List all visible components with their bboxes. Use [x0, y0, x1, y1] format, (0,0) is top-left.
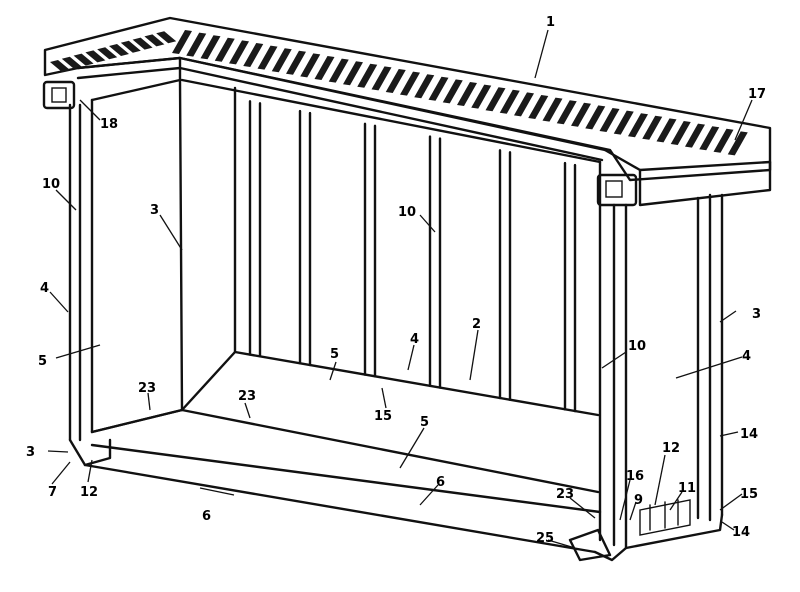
floor-panel [83, 351, 602, 554]
grating-slat [257, 45, 278, 70]
grating-slat [300, 53, 321, 78]
grating-slat [385, 69, 406, 93]
left-end-wall [68, 78, 184, 467]
grating-slat [400, 71, 420, 96]
grating-slat [457, 82, 477, 106]
grating-slat [132, 37, 153, 50]
grating-slat [414, 74, 435, 99]
grating-slat [200, 35, 221, 60]
ref-6-floor: 6 [436, 475, 445, 490]
ref-3-right: 3 [752, 307, 761, 322]
grating-slat [471, 84, 492, 109]
grating-slat [670, 121, 691, 145]
right-end-wall [568, 160, 724, 562]
ref-5-back: 5 [330, 347, 339, 362]
grating-slat [499, 89, 520, 114]
grating-slat [656, 118, 677, 143]
ref-4-left: 4 [40, 281, 49, 296]
grating-slat [613, 110, 634, 135]
grating-slat [85, 50, 106, 63]
ref-11: 11 [678, 481, 696, 496]
grating-slat [642, 115, 663, 140]
grating-slat [371, 66, 392, 91]
grating-slat [556, 100, 577, 125]
ref-25: 25 [536, 531, 554, 546]
ref-3-left-outer: 3 [26, 445, 35, 460]
ref-10-right: 10 [628, 339, 646, 354]
grating-slat [243, 43, 264, 67]
grating-slat [172, 30, 192, 54]
grating-slat [542, 97, 563, 122]
ref-16: 16 [626, 469, 644, 484]
grating-slat [120, 40, 141, 53]
grating-slat [514, 92, 534, 117]
ref-5-left: 5 [38, 354, 47, 369]
grating-slat [73, 53, 94, 66]
grating-slat [97, 47, 118, 60]
ref-15-back: 15 [374, 409, 392, 424]
grating-slat [229, 40, 249, 65]
ref-2: 2 [472, 317, 481, 332]
ref-1: 1 [546, 15, 555, 30]
ref-14-bottom: 14 [732, 525, 750, 540]
ref-23-right: 23 [556, 487, 574, 502]
grating-slat [314, 56, 335, 80]
grating-slat [727, 131, 748, 156]
grating-slat [50, 60, 70, 72]
grating-slat [357, 63, 378, 88]
ref-12-left: 12 [80, 485, 98, 500]
top-grating [43, 16, 772, 182]
grating-slat [286, 50, 306, 75]
grating-slat [571, 102, 591, 127]
grating-slat [328, 58, 349, 83]
ref-18: 18 [100, 117, 118, 132]
ref-12-right: 12 [662, 441, 680, 456]
ref-23-floor: 23 [238, 389, 256, 404]
grating-slat [528, 95, 549, 119]
grating-slat [186, 32, 207, 57]
grating-slat [585, 105, 606, 130]
reference-numerals: 1 17 18 10 3 10 4 5 23 23 3 7 12 6 5 4 2… [26, 15, 766, 546]
ref-9: 9 [634, 493, 643, 508]
grating-slat [628, 113, 648, 138]
ref-6-front: 6 [202, 509, 211, 524]
grating-slat [109, 44, 129, 56]
ref-7: 7 [48, 485, 57, 500]
ref-23-left: 23 [138, 381, 156, 396]
grating-slat [699, 126, 720, 151]
grating-slat [343, 61, 363, 86]
ref-4-right: 4 [742, 349, 751, 364]
ref-14-right: 14 [740, 427, 758, 442]
grating-slat [271, 48, 292, 73]
grating-slat [685, 123, 705, 148]
grating-slat [214, 37, 235, 62]
grating-slat [428, 76, 449, 101]
grating-slat [61, 56, 82, 69]
grating-slat [485, 87, 506, 112]
ref-5-floor: 5 [420, 415, 429, 430]
grating-slat [599, 108, 620, 132]
grating-slat [156, 31, 177, 44]
ref-10-back: 10 [398, 205, 416, 220]
ref-10-left: 10 [42, 177, 60, 192]
back-wall [180, 78, 602, 417]
ref-15-right: 15 [740, 487, 758, 502]
top-frame-rail [42, 56, 772, 207]
grating-slat [713, 128, 734, 153]
ref-17: 17 [748, 87, 766, 102]
ref-4-back: 4 [410, 332, 419, 347]
ref-3-left-inner: 3 [150, 203, 159, 218]
grating-slat [144, 34, 165, 47]
leader-lines [47, 29, 753, 549]
grating-slat [442, 79, 463, 104]
